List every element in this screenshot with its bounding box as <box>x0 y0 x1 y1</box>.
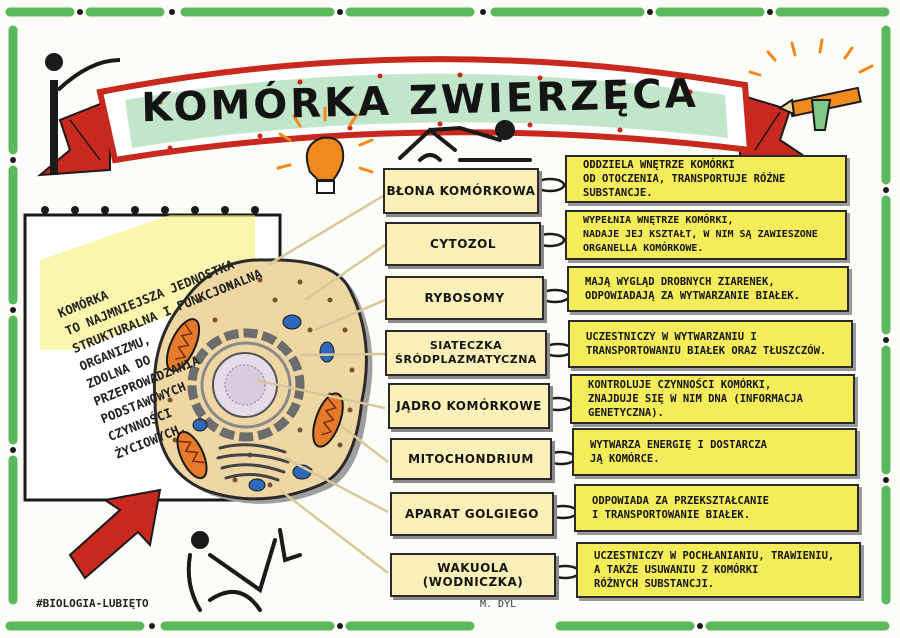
footer-author: M. DYL <box>480 599 517 610</box>
vacuoles <box>192 314 335 492</box>
desc-vacuole: UCZESTNICZY W POCHŁANIANIU, TRAWIENIU, A… <box>576 542 861 598</box>
label-vacuole: WAKUOLA (WODNICZKA) <box>390 553 556 597</box>
desc-nucleus: KONTROLUJE CZYNNOŚCI KOMÓRKI, ZNAJDUJE S… <box>570 374 855 424</box>
label-mitochondrion: MITOCHONDRIUM <box>390 438 552 480</box>
red-arrow-icon <box>68 488 162 580</box>
leader-lines <box>254 194 389 574</box>
frame-right-border <box>881 25 891 605</box>
label-nucleus: JĄDRO KOMÓRKOWE <box>388 383 550 429</box>
frame-bottom-border <box>5 621 890 631</box>
footer-hashtag: #BIOLOGIA-LUBIĘTO <box>36 597 149 610</box>
lightbulb-icon <box>276 106 374 194</box>
endoplasmic-reticulum <box>187 328 305 442</box>
reclining-figure-icon <box>398 120 532 162</box>
desc-mitochondrion: WYTWARZA ENERGIĘ I DOSTARCZA JĄ KOMÓRCE. <box>572 428 857 476</box>
desc-endoplasmic-reticulum: UCZESTNICZY W WYTWARZANIU I TRANSPORTOWA… <box>568 320 853 368</box>
golgi-apparatus <box>216 443 290 482</box>
label-golgi-apparatus: APARAT GOLGIEGO <box>390 492 554 536</box>
pencil-hand-icon <box>748 38 874 131</box>
label-cytosol: CYTOZOL <box>385 222 541 266</box>
frame-top-border <box>5 7 890 17</box>
mitochondria <box>165 318 344 480</box>
desc-ribosomes: MAJĄ WYGLĄD DROBNYCH ZIARENEK, ODPOWIADA… <box>567 266 849 312</box>
label-ribosomes: RYBOSOMY <box>385 276 544 320</box>
desc-golgi-apparatus: ODPOWIADA ZA PRZEKSZTAŁCANIE I TRANSPORT… <box>574 484 859 532</box>
frame-left-border <box>8 25 18 605</box>
exclamation-figure-icon <box>45 53 121 175</box>
desc-cytosol: WYPEŁNIA WNĘTRZE KOMÓRKI, NADAJE JEJ KSZ… <box>565 210 847 260</box>
label-endoplasmic-reticulum: SIATECZKA ŚRÓDPLAZMATYCZNA <box>385 330 547 376</box>
stretching-figure-icon <box>186 528 302 612</box>
label-cell-membrane: BŁONA KOMÓRKOWA <box>383 168 539 214</box>
desc-cell-membrane: ODDZIELA WNĘTRZE KOMÓRKI OD OTOCZENIA, T… <box>565 155 847 203</box>
animal-cell <box>152 258 373 504</box>
